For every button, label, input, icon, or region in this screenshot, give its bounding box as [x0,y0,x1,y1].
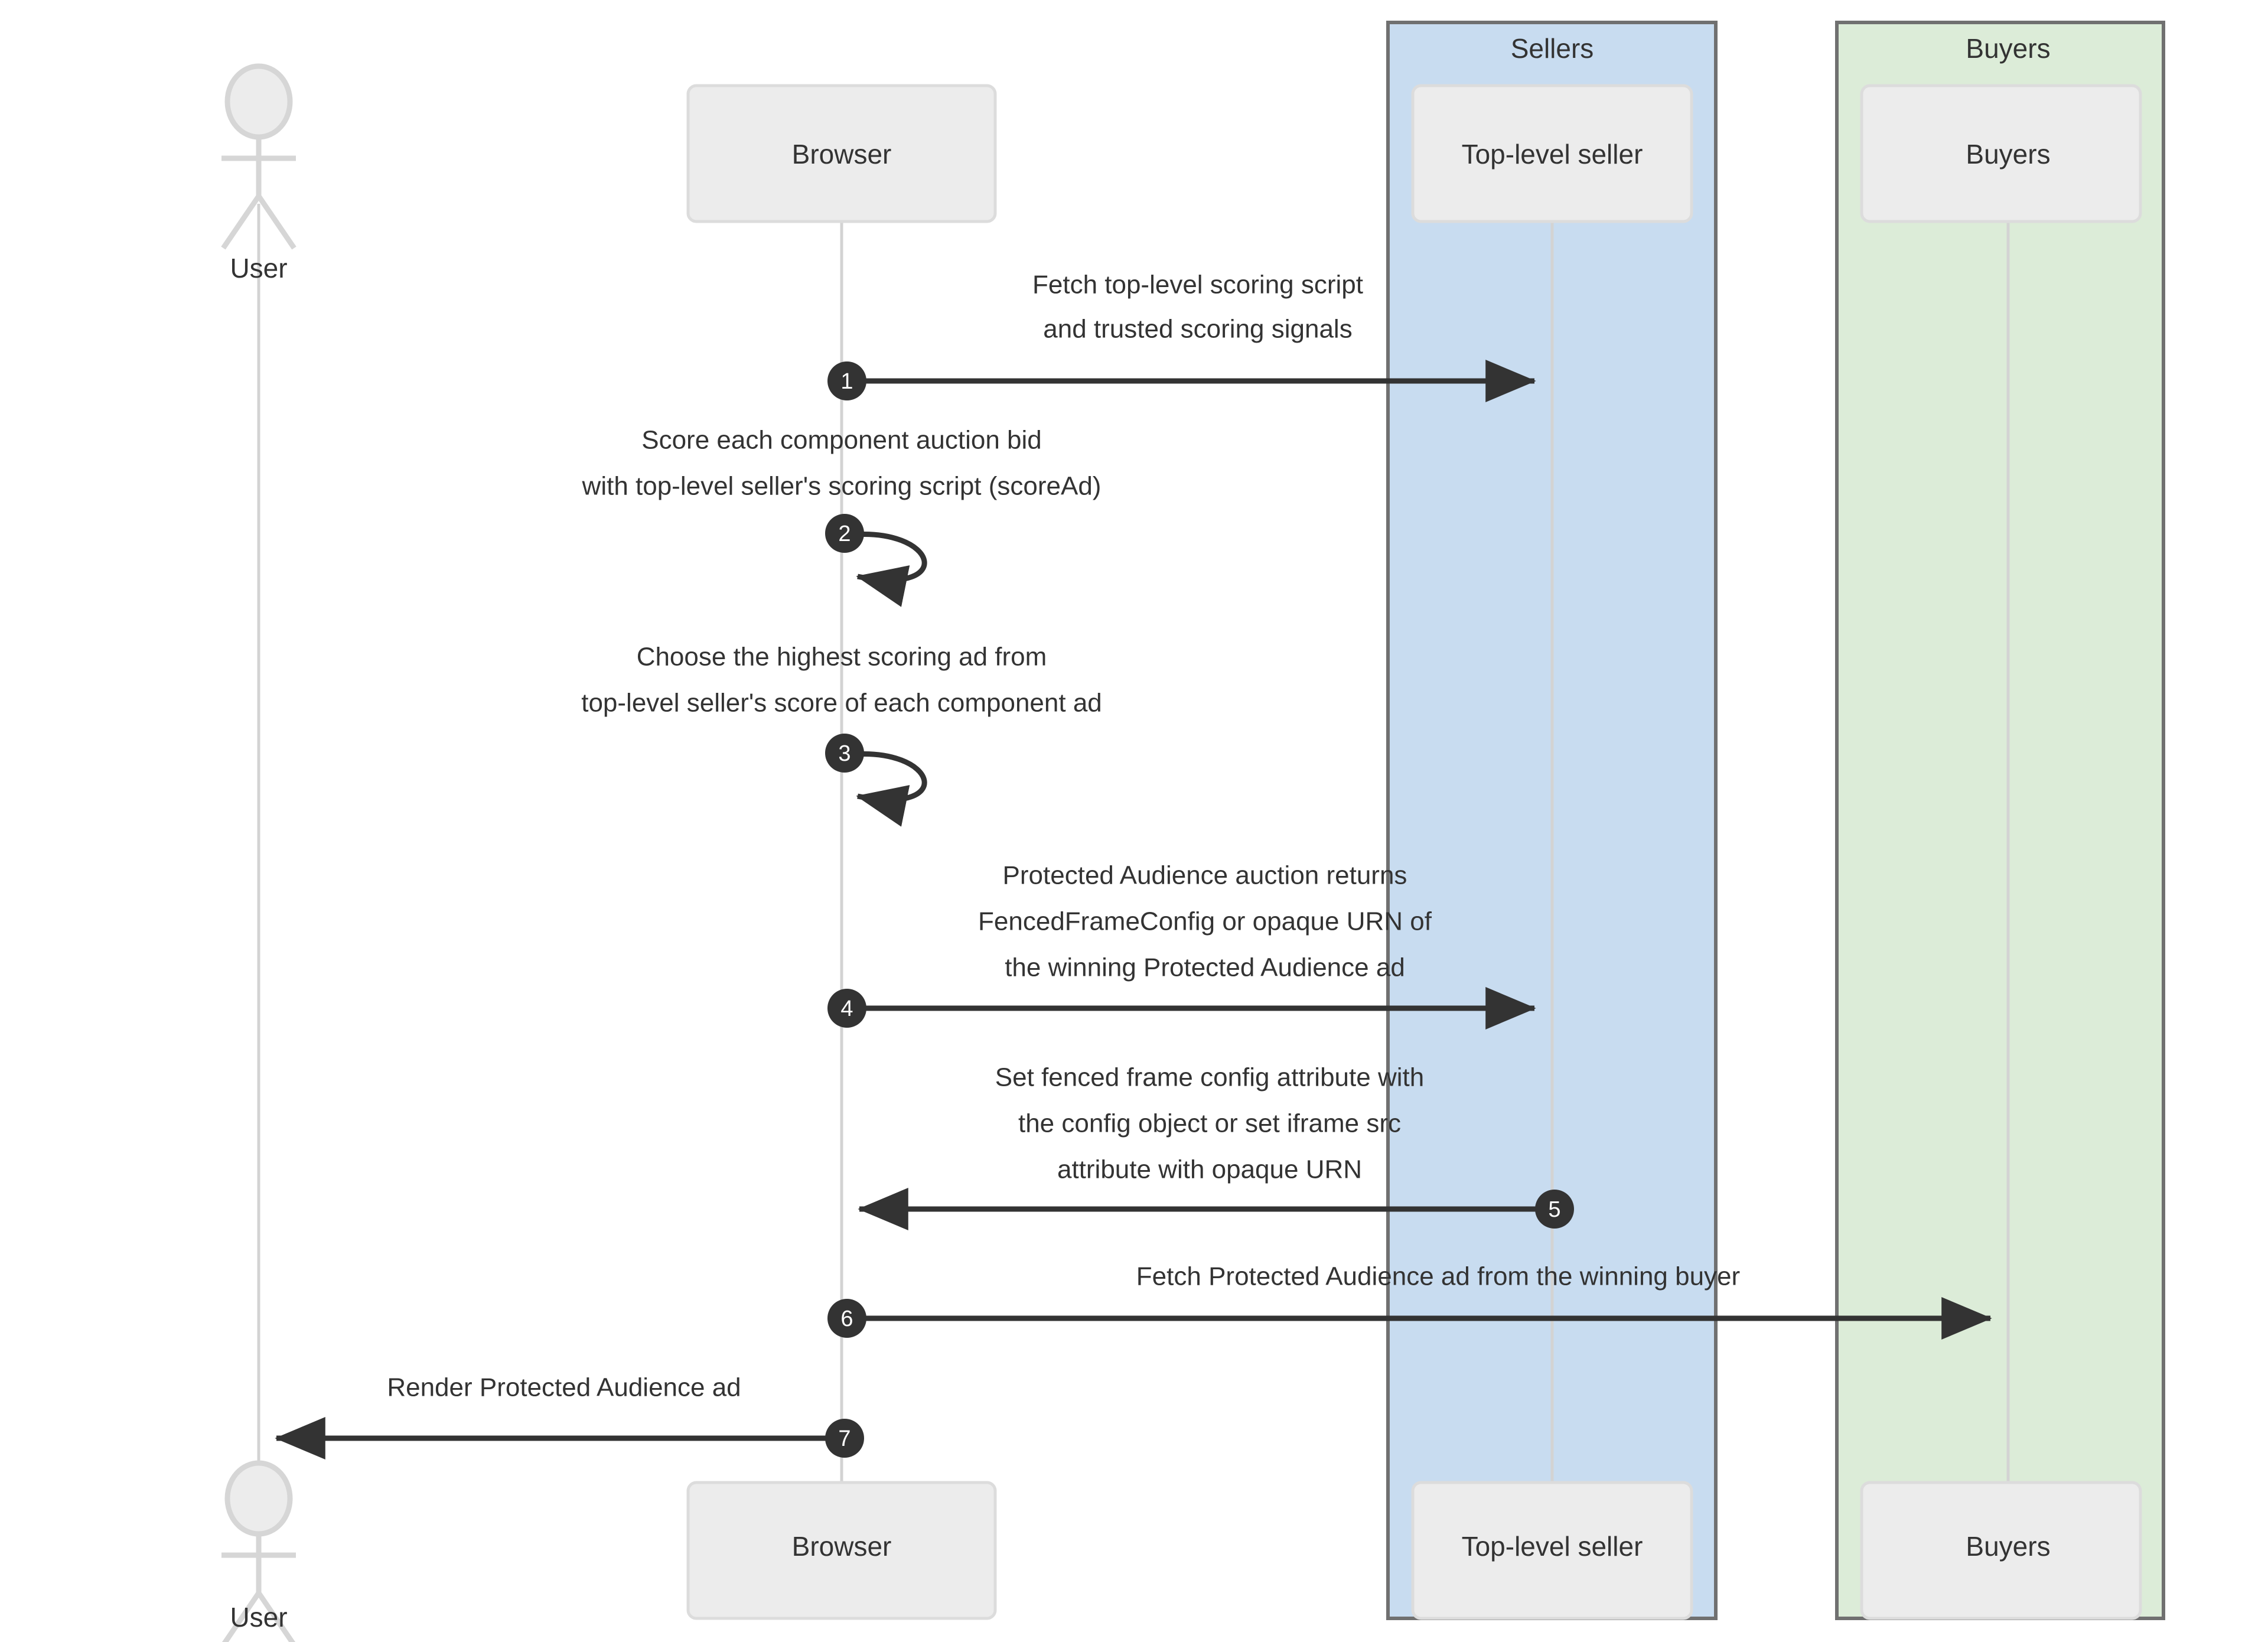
message-2-number: 2 [838,522,850,546]
message-1-number: 1 [840,369,853,394]
actor-head-icon [224,63,293,140]
message-5-label-line-1: Set fenced frame config attribute with [995,1063,1424,1092]
participant-seller-bottom-label: Top-level seller [1462,1531,1643,1562]
participant-browser-bottom[interactable]: Browser [686,1481,997,1620]
participant-browser-top-box[interactable] [686,84,997,223]
participant-seller-bottom-box[interactable] [1411,1481,1693,1620]
participant-seller-top-box[interactable] [1411,84,1693,223]
message-6-number: 6 [840,1307,853,1331]
actor-user-bottom-label: User [230,1602,287,1633]
message-7-label-line-1: Render Protected Audience ad [387,1373,741,1402]
actor-user-bottom: User [221,1460,296,1642]
message-6[interactable]: Fetch Protected Audience ad from the win… [827,1262,1992,1340]
message-5[interactable]: Set fenced frame config attribute with t… [858,1063,1574,1230]
message-5-badge [1535,1190,1574,1229]
message-5-number: 5 [1548,1197,1560,1222]
participant-browser-top-label: Browser [792,139,892,170]
message-3-self-loop-arrow [846,751,927,827]
actor-user-top: User [221,63,296,284]
participant-buyer-top[interactable]: Buyers [1860,84,2142,223]
message-1-label-line-2: and trusted scoring signals [1043,315,1352,344]
participant-buyer-bottom-label: Buyers [1966,1531,2050,1562]
message-4-label-line-2: FencedFrameConfig or opaque URN of [978,907,1432,936]
message-4-number: 4 [840,996,853,1021]
message-2-badge [825,514,864,553]
participant-seller-bottom[interactable]: Top-level seller [1411,1481,1693,1620]
actor-head-icon-bottom [224,1460,293,1537]
actor-legs-icon-bottom [221,1591,296,1642]
message-7-badge [825,1419,864,1458]
message-6-badge [827,1299,866,1338]
participant-seller-top-label: Top-level seller [1462,139,1643,170]
participant-browser-bottom-box[interactable] [686,1481,997,1620]
participant-buyer-bottom-box[interactable] [1860,1481,2142,1620]
participant-buyer-bottom[interactable]: Buyers [1860,1481,2142,1620]
message-1[interactable]: Fetch top-level scoring script and trust… [827,271,1536,402]
message-2-label-line-1: Score each component auction bid [641,426,1042,455]
message-3-number: 3 [838,741,850,766]
participant-seller-top[interactable]: Top-level seller [1411,84,1693,223]
group-sellers-label: Sellers [1511,33,1594,64]
message-4-label-line-3: the winning Protected Audience ad [1005,953,1405,982]
participant-browser-top[interactable]: Browser [686,84,997,223]
group-buyers-label: Buyers [1966,33,2050,64]
message-2[interactable]: Score each component auction bid with to… [582,426,1102,607]
message-6-label-line-1: Fetch Protected Audience ad from the win… [1136,1262,1740,1291]
message-1-badge [827,361,866,400]
message-3-label-line-2: top-level seller's score of each compone… [581,689,1102,718]
message-7-number: 7 [838,1426,850,1451]
message-7[interactable]: Render Protected Audience ad 7 [275,1373,864,1459]
actor-legs-icon [221,194,296,250]
participant-buyer-top-label: Buyers [1966,139,2050,170]
message-3-label-line-1: Choose the highest scoring ad from [637,643,1047,672]
group-buyers: Buyers [1835,21,2165,1620]
message-2-label-line-2: with top-level seller's scoring script (… [582,472,1102,501]
message-5-label-line-3: attribute with opaque URN [1057,1155,1362,1184]
message-4-label-line-1: Protected Audience auction returns [1003,861,1407,890]
message-1-label-line-1: Fetch top-level scoring script [1032,271,1363,299]
message-3[interactable]: Choose the highest scoring ad from top-l… [581,643,1102,827]
message-3-badge [825,734,864,773]
participant-buyer-top-box[interactable] [1860,84,2142,223]
message-5-label-line-2: the config object or set iframe src [1018,1109,1401,1138]
participant-browser-bottom-label: Browser [792,1531,892,1562]
group-buyers-rect [1835,21,2165,1620]
message-2-self-loop-arrow [846,532,927,607]
actor-user-top-label: User [230,253,287,284]
message-4[interactable]: Protected Audience auction returns Fence… [827,861,1536,1029]
message-4-badge [827,989,866,1028]
